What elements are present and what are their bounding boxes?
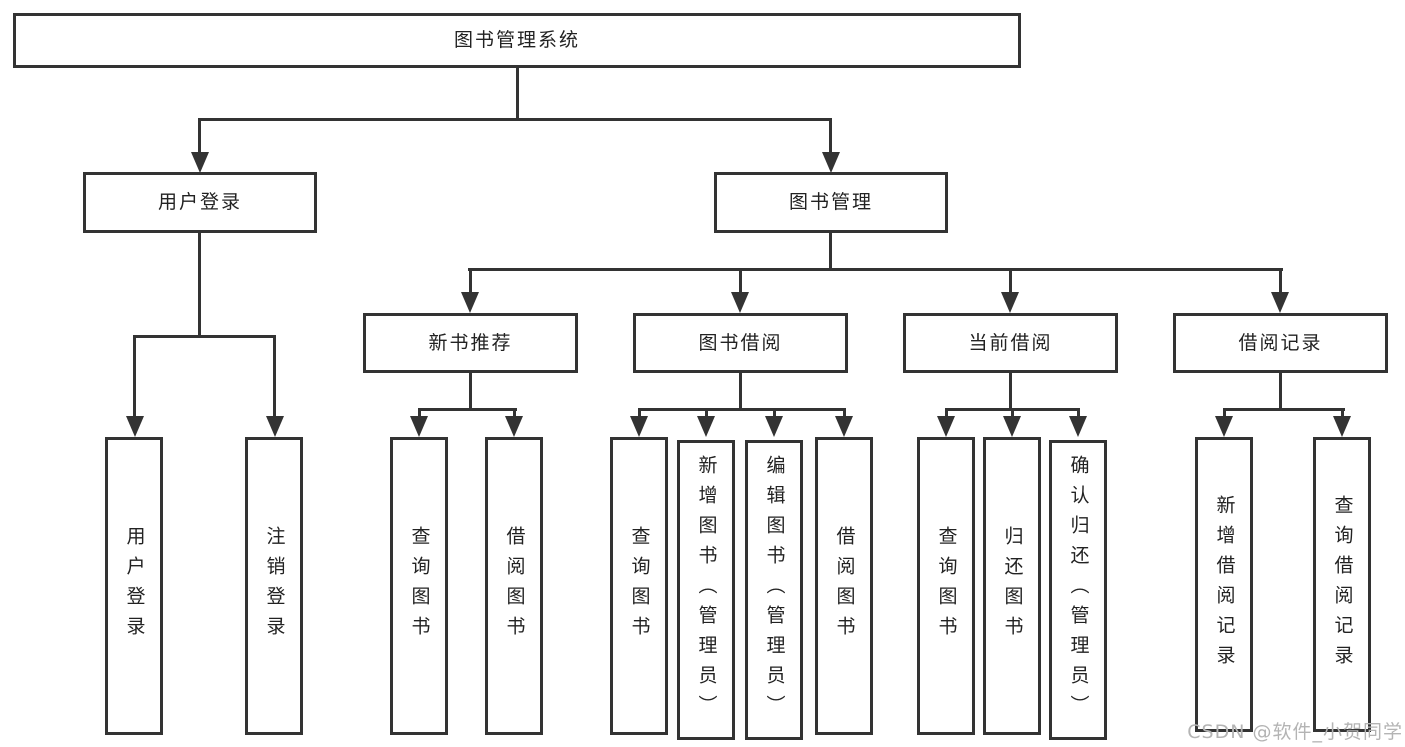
node-label: 当前借阅 — [968, 331, 1053, 354]
arrowhead-down-icon — [1001, 292, 1019, 313]
arrowhead-down-icon — [1271, 292, 1289, 313]
arrowhead-down-icon — [731, 292, 749, 313]
connector-line — [1009, 373, 1012, 411]
node-user-login: 用户登录 — [83, 172, 317, 233]
arrowhead-down-icon — [630, 416, 648, 437]
leaf-records-query-record: 查询借阅记录 — [1313, 437, 1371, 732]
connector-line — [1011, 408, 1014, 419]
node-label: 注销登录 — [263, 526, 286, 646]
node-label: 用户登录 — [157, 191, 242, 213]
node-label: 查询借阅记录 — [1331, 494, 1354, 675]
leaf-current-query-books: 查询图书 — [917, 437, 975, 735]
arrowhead-down-icon — [1069, 416, 1087, 437]
leaf-recommend-borrow-books: 借阅图书 — [485, 437, 543, 735]
node-label: 用户登录 — [123, 526, 146, 646]
node-label: 图书管理 — [788, 191, 873, 213]
connector-line — [739, 268, 742, 295]
connector-line — [133, 335, 276, 338]
connector-line — [1077, 408, 1080, 419]
node-new-book-recommend: 新书推荐 — [363, 313, 578, 373]
connector-line — [198, 118, 201, 154]
connector-line — [133, 335, 136, 419]
connector-line — [1341, 408, 1344, 419]
connector-line — [945, 408, 948, 419]
node-label: 借阅记录 — [1238, 331, 1323, 354]
node-root: 图书管理系统 — [13, 13, 1021, 68]
connector-line — [1009, 268, 1012, 295]
node-root-label: 图书管理系统 — [453, 29, 580, 51]
node-label: 归还图书 — [1001, 526, 1024, 646]
node-label: 图书借阅 — [698, 331, 783, 354]
arrowhead-down-icon — [410, 416, 428, 437]
arrowhead-down-icon — [126, 416, 144, 437]
leaf-borrowing-query-books: 查询图书 — [610, 437, 668, 735]
node-label: 查询图书 — [628, 526, 651, 646]
node-current-borrowing: 当前借阅 — [903, 313, 1118, 373]
arrowhead-down-icon — [461, 292, 479, 313]
connector-line — [773, 408, 776, 419]
arrowhead-down-icon — [1333, 416, 1351, 437]
node-label: 查询图书 — [408, 526, 431, 646]
arrowhead-down-icon — [266, 416, 284, 437]
leaf-borrowing-add-books: 新增图书（管理员） — [677, 440, 735, 740]
arrowhead-down-icon — [937, 416, 955, 437]
connector-line — [843, 408, 846, 419]
connector-line — [469, 268, 472, 295]
connector-line — [469, 373, 472, 411]
connector-line — [418, 408, 421, 419]
leaf-recommend-query-books: 查询图书 — [390, 437, 448, 735]
arrowhead-down-icon — [505, 416, 523, 437]
connector-line — [829, 118, 832, 154]
connector-line — [273, 335, 276, 419]
arrowhead-down-icon — [835, 416, 853, 437]
node-book-borrowing: 图书借阅 — [633, 313, 848, 373]
leaf-borrowing-edit-books: 编辑图书（管理员） — [745, 440, 803, 740]
connector-line — [1279, 268, 1282, 295]
node-label: 新增借阅记录 — [1213, 494, 1236, 675]
arrowhead-down-icon — [1215, 416, 1233, 437]
arrowhead-down-icon — [765, 416, 783, 437]
leaf-records-add-record: 新增借阅记录 — [1195, 437, 1253, 732]
arrowhead-down-icon — [191, 152, 209, 173]
watermark: CSDN @软件_小贺同学 — [1187, 721, 1403, 743]
connector-line — [705, 408, 708, 419]
node-label: 查询图书 — [935, 526, 958, 646]
node-label: 编辑图书（管理员） — [763, 455, 786, 725]
connector-line — [516, 68, 519, 121]
node-borrowing-records: 借阅记录 — [1173, 313, 1388, 373]
connector-line — [1223, 408, 1345, 411]
node-label: 新增图书（管理员） — [695, 455, 718, 725]
arrowhead-down-icon — [697, 416, 715, 437]
connector-line — [1279, 373, 1282, 411]
connector-line — [418, 408, 517, 411]
leaf-user-login: 用户登录 — [105, 437, 163, 735]
connector-line — [739, 373, 742, 411]
arrowhead-down-icon — [822, 152, 840, 173]
node-label: 借阅图书 — [833, 526, 856, 646]
connector-line — [198, 233, 201, 338]
connector-line — [1223, 408, 1226, 419]
connector-line — [638, 408, 641, 419]
connector-line — [638, 408, 846, 411]
leaf-current-confirm-return: 确认归还（管理员） — [1049, 440, 1107, 740]
node-book-management: 图书管理 — [714, 172, 948, 233]
connector-line — [513, 408, 516, 419]
connector-line — [468, 268, 1283, 271]
leaf-logout: 注销登录 — [245, 437, 303, 735]
connector-line — [198, 118, 832, 121]
node-label: 新书推荐 — [428, 331, 513, 354]
leaf-current-return-books: 归还图书 — [983, 437, 1041, 735]
connector-line — [829, 233, 832, 271]
arrowhead-down-icon — [1003, 416, 1021, 437]
node-label: 借阅图书 — [503, 526, 526, 646]
node-label: 确认归还（管理员） — [1067, 455, 1090, 725]
leaf-borrowing-borrow-books: 借阅图书 — [815, 437, 873, 735]
